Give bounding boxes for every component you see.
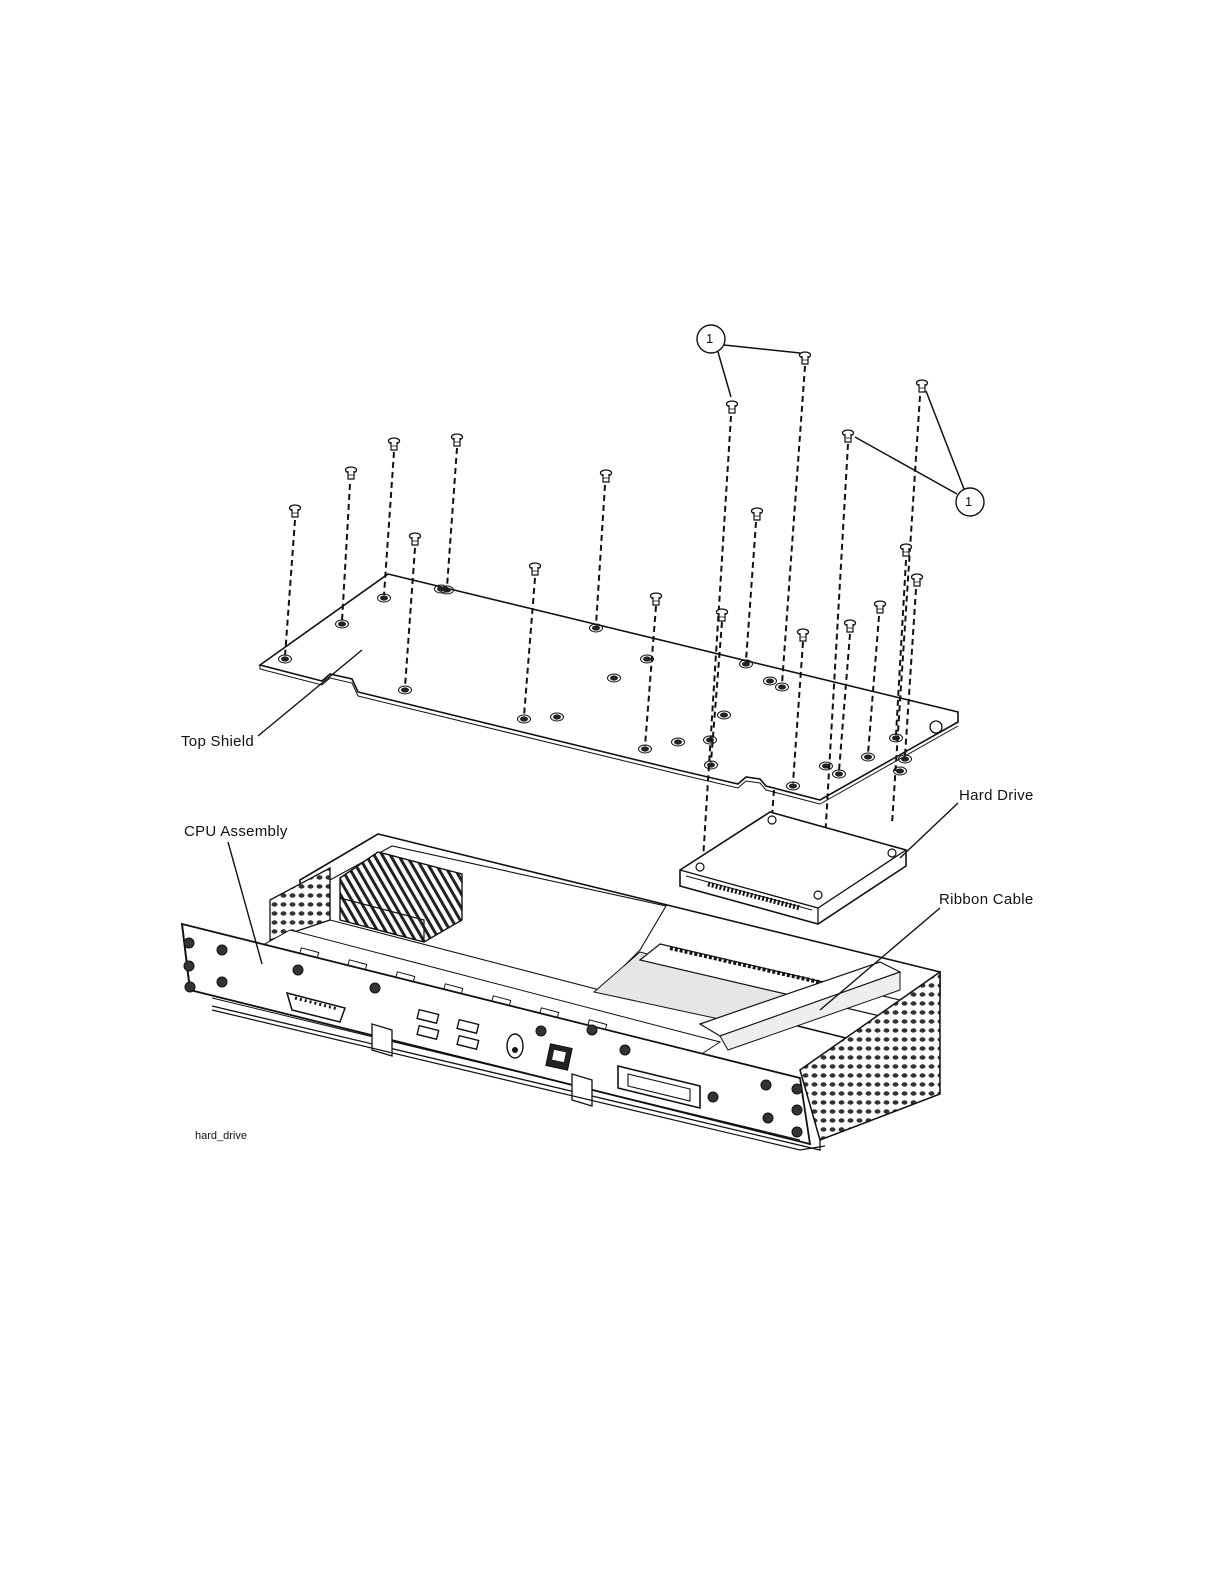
callout-number-top: 1	[706, 331, 713, 346]
power-jack-icon	[507, 1034, 523, 1058]
lan-port-icon	[546, 1044, 572, 1070]
label-hard-drive: Hard Drive	[959, 787, 1034, 804]
figure-id: hard_drive	[195, 1130, 247, 1142]
label-ribbon-cable: Ribbon Cable	[939, 891, 1034, 908]
callout-number-right: 1	[965, 494, 972, 509]
label-cpu-assembly: CPU Assembly	[184, 823, 288, 840]
hard-drive	[680, 812, 906, 924]
label-top-shield: Top Shield	[181, 733, 254, 750]
top-shield	[260, 574, 958, 804]
